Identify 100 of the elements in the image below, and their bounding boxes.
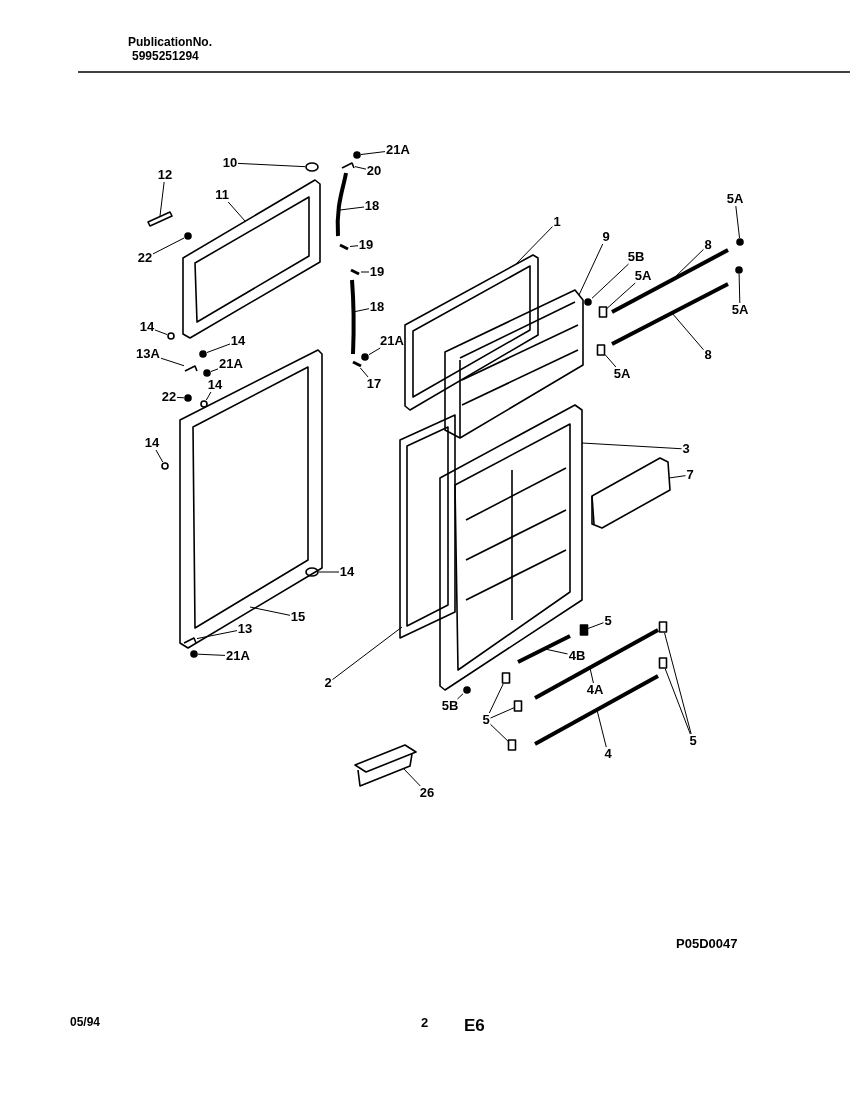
note-text: 5995251294 — [132, 50, 199, 64]
leader-line — [514, 226, 553, 266]
callout-number: 7 — [685, 468, 695, 482]
clip — [501, 672, 511, 684]
callout-number: 4B — [567, 649, 587, 663]
door-gasket — [399, 414, 456, 639]
callout-number: 5 — [481, 713, 491, 727]
callout-number: 14 — [143, 436, 161, 450]
leader-line — [604, 354, 617, 368]
leader-line — [581, 442, 682, 450]
leader-line — [589, 667, 594, 684]
door-gasket — [404, 254, 539, 411]
cap — [305, 162, 319, 172]
leader-line — [154, 329, 168, 335]
shelf-bar — [534, 674, 659, 746]
shelf-bar — [611, 282, 729, 346]
leader-line — [606, 282, 636, 309]
screw — [190, 650, 198, 658]
leader-line — [735, 205, 741, 239]
shelf-bar — [611, 248, 729, 314]
callout-number: 5A — [633, 269, 653, 283]
callout-number: 19 — [357, 238, 375, 252]
trim-strip — [147, 211, 173, 227]
screw — [199, 350, 207, 358]
callout-number: 14 — [338, 565, 356, 579]
leader-line — [671, 248, 704, 281]
door-bin — [591, 457, 671, 529]
note-text: 2 — [421, 1016, 429, 1031]
callout-number: 21A — [225, 649, 251, 663]
leader-line — [587, 622, 604, 629]
callout-number: 1 — [552, 215, 562, 229]
inner-door-liner — [444, 289, 584, 439]
callout-number: 18 — [363, 199, 381, 213]
screw — [463, 686, 471, 694]
hinge-clip — [341, 162, 355, 169]
note-text: 05/94 — [70, 1016, 101, 1030]
leader-line — [544, 648, 568, 655]
callout-number: 13A — [135, 347, 161, 361]
door-handle — [350, 279, 356, 355]
clip — [658, 621, 668, 633]
clip — [736, 238, 744, 246]
leader-line — [349, 245, 359, 247]
screw — [353, 151, 361, 159]
clip — [507, 739, 517, 751]
leader-line — [490, 723, 509, 742]
end-cap — [339, 243, 349, 251]
plug — [200, 400, 208, 408]
leader-line — [360, 271, 370, 273]
plug — [167, 332, 175, 340]
leader-line — [456, 693, 464, 700]
clip — [735, 266, 743, 274]
leader-line — [671, 312, 704, 351]
note-text: E6 — [464, 1017, 485, 1036]
callout-number: 10 — [221, 156, 239, 170]
callout-number: 4A — [585, 683, 605, 697]
leader-line — [318, 571, 340, 573]
door-handle — [335, 172, 348, 237]
leader-line — [197, 653, 226, 656]
leader-line — [160, 357, 185, 367]
callout-number: 15 — [289, 610, 307, 624]
clip — [598, 306, 608, 318]
leader-line — [159, 181, 165, 217]
leader-line — [152, 237, 185, 255]
leader-line — [206, 343, 231, 353]
callout-number: 14 — [206, 378, 224, 392]
screw — [203, 369, 211, 377]
leader-line — [664, 668, 691, 735]
callout-number: 20 — [365, 164, 383, 178]
callout-number: 18 — [368, 300, 386, 314]
clip — [596, 344, 606, 356]
leader-line — [668, 475, 686, 479]
callout-number: 5B — [626, 250, 646, 264]
leader-line — [155, 449, 164, 463]
leader-line — [205, 391, 212, 401]
screw — [184, 232, 192, 240]
callout-number: 3 — [681, 442, 691, 456]
screw — [361, 353, 369, 361]
shelf-bar — [517, 634, 571, 664]
callout-number: 8 — [703, 348, 713, 362]
callout-number: 5A — [612, 367, 632, 381]
callout-number: 5A — [725, 192, 745, 206]
leader-line — [237, 162, 306, 168]
callout-number: 14 — [229, 334, 247, 348]
plug — [161, 462, 169, 470]
clip — [513, 700, 523, 712]
end-cap — [350, 268, 360, 276]
inner-door-liner — [439, 404, 583, 691]
clip — [658, 657, 668, 669]
callout-number: 21A — [218, 357, 244, 371]
door-frame — [179, 349, 323, 649]
leader-line — [738, 273, 741, 304]
hinge — [184, 365, 198, 372]
note-text: P05D0047 — [676, 937, 738, 952]
leader-line — [403, 768, 421, 787]
callout-number: 11 — [214, 188, 230, 202]
callout-number: 21A — [379, 334, 405, 348]
screw — [184, 394, 192, 402]
leader-line — [664, 632, 692, 735]
leader-line — [359, 367, 369, 378]
note-text: PublicationNo. — [128, 36, 212, 50]
